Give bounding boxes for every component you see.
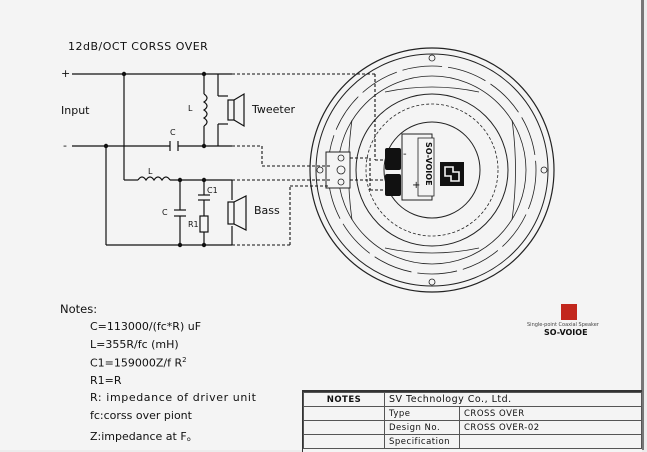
bass-symbol-icon [227,195,247,231]
speaker-model-label: SO-VOIOE [424,142,433,186]
r1-label: R1 [188,220,199,229]
title-block-notes: NOTES [303,392,385,407]
speaker-plus-label: + [412,180,421,191]
capacitor-bottom-label: C [162,208,168,217]
note-c1-superscript: 2 [182,356,187,364]
circuit-wires [72,73,233,246]
title-block-design-label: Design No. [384,420,460,435]
tweeter-symbol-icon [227,92,245,128]
brand-name: SO-VOIOE [544,328,588,337]
junction-dots [103,71,207,248]
note-line: R: impedance of driver unit [90,391,257,404]
note-line: Z:impedance at F。 [90,430,198,443]
note-line-c1: C1=159000Z/f R2 [90,356,187,370]
title-block-blank [303,420,385,435]
inductor-bottom-label: L [148,167,153,176]
diagram-title: 12dB/OCT CORSS OVER [68,40,209,53]
notes-heading: Notes: [60,302,98,316]
input-label: Input [61,104,90,117]
plus-terminal-label: + [61,67,71,80]
c1-label: C1 [207,186,218,195]
title-block-company: SV Technology Co., Ltd. [384,392,642,407]
inductor-top-label: L [188,104,193,113]
title-block-type-label: Type [384,406,460,421]
note-line: R1=R [90,374,122,387]
title-block-blank [303,434,385,449]
terminal-plus [385,174,401,196]
title-block-spec-value [459,434,642,449]
brand-tagline: Single-point Coaxial Speaker [527,322,599,328]
note-line: C=113000/(fc*R) uF [90,320,202,333]
tweeter-label: Tweeter [252,103,296,116]
title-block-blank [303,406,385,421]
minus-terminal-label: - [63,139,67,152]
terminal-minus [385,148,401,170]
capacitor-top-label: C [170,128,176,137]
dashed-wiring [232,73,385,246]
note-line: L=355R/fc (mH) [90,338,179,351]
title-block-design-value: CROSS OVER-02 [459,420,642,435]
title-block-type-value: CROSS OVER [459,406,642,421]
title-block-spec-label: Specification [384,434,460,449]
brand-logo-icon [561,304,577,320]
title-block: NOTES SV Technology Co., Ltd. Type CROSS… [302,390,642,452]
note-line: fc:corss over piont [90,409,192,422]
magnet-label-box [417,137,435,197]
center-logo-icon [440,162,464,186]
note-c1-text: C1=159000Z/f R [90,356,183,370]
bass-label: Bass [254,204,280,217]
speaker-minus-label: - [403,149,407,160]
